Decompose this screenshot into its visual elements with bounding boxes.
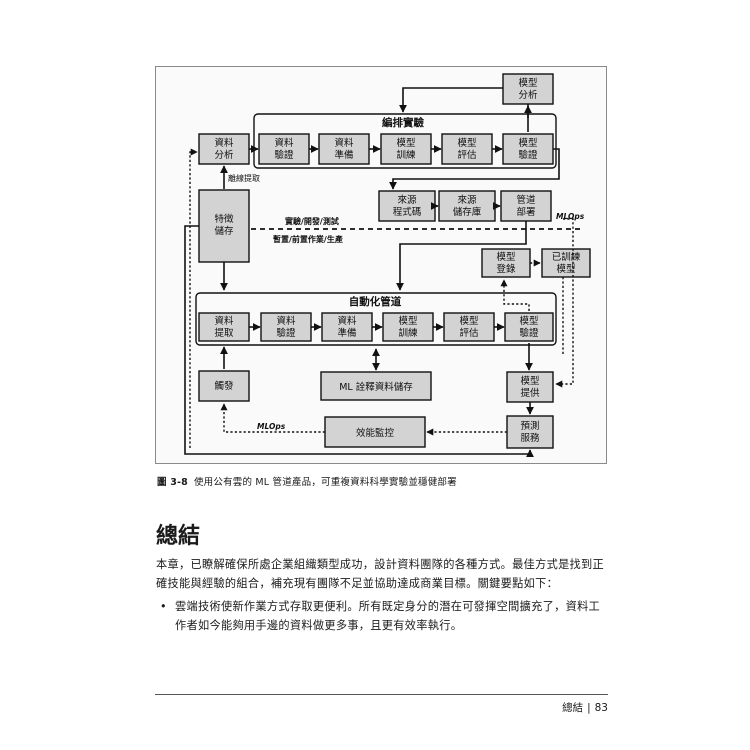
- node-exp-data-prep: 資料準備: [318, 133, 370, 165]
- node-ml-metadata-store: ML 詮釋資料儲存: [320, 371, 432, 401]
- edge-analysis-to-experiment: [399, 87, 503, 113]
- node-auto-data-validation: 資料驗證: [260, 312, 312, 342]
- edge-mlops-to-serving: [555, 218, 574, 388]
- orchestrated-experiment-label: 編排實驗: [382, 116, 424, 129]
- node-exp-data-validation: 資料驗證: [258, 133, 310, 165]
- summary-paragraph: 本章，已瞭解確保所處企業組織類型成功，設計資料團隊的各種方式。最佳方式是找到正確…: [156, 558, 605, 590]
- node-exp-model-eval: 模型評估: [441, 133, 493, 165]
- figure-caption: 圖 3-8 使用公有雲的 ML 管道產品，可重複資料科學實驗並穩健部署: [157, 474, 457, 488]
- node-prediction-service: 預測服務: [506, 415, 554, 449]
- edge-monitor-to-trigger: [220, 403, 325, 433]
- node-auto-model-train-label: 模型訓練: [398, 315, 418, 339]
- ml-pipeline-diagram: 編排實驗 自動化管道 模型分析 資料分析 資料驗證 資料準備 模型訓練 模型評估…: [184, 73, 591, 458]
- node-prediction-service-label: 預測服務: [520, 420, 540, 444]
- node-trigger: 觸發: [198, 370, 250, 402]
- node-performance-monitoring: 效能監控: [324, 416, 426, 448]
- node-auto-model-train: 模型訓練: [382, 312, 434, 342]
- node-model-analysis: 模型分析: [502, 73, 554, 105]
- footer-separator: |: [587, 702, 591, 714]
- figure-caption-text: 使用公有雲的 ML 管道產品，可重複資料科學實驗並穩健部署: [193, 477, 457, 488]
- mlops-lower-label: MLOps: [257, 422, 286, 431]
- figure-number: 圖 3-8: [157, 477, 188, 488]
- node-source-repo: 來源儲存庫: [438, 190, 496, 222]
- node-auto-data-extract: 資料提取: [198, 312, 250, 342]
- node-feature-store-label: 特徵儲存: [214, 213, 234, 237]
- node-model-registry-label: 模型登錄: [496, 251, 516, 275]
- footer-rule: [155, 694, 608, 695]
- node-auto-model-validation: 模型驗證: [504, 312, 554, 342]
- section-heading: 總結: [156, 524, 201, 549]
- node-auto-model-eval-label: 模型評估: [459, 315, 479, 339]
- orchestrated-experiment-group: [253, 113, 557, 169]
- node-pipeline-deploy-label: 管道部署: [516, 194, 536, 218]
- node-auto-model-eval: 模型評估: [443, 312, 495, 342]
- node-pipeline-deploy: 管道部署: [500, 190, 552, 222]
- node-data-analysis-label: 資料分析: [214, 137, 234, 161]
- node-performance-monitoring-label: 效能監控: [356, 427, 395, 439]
- edge-deploy-to-pipeline: [396, 221, 527, 291]
- mlops-upper-label: MLOps: [556, 212, 585, 221]
- node-exp-model-eval-label: 模型評估: [457, 137, 477, 161]
- footer-chapter: 總結: [562, 702, 584, 714]
- node-auto-data-validation-label: 資料驗證: [276, 315, 296, 339]
- edge-exp-to-source: [389, 148, 560, 190]
- offline-extract-label: 離線提取: [228, 173, 260, 183]
- node-auto-data-extract-label: 資料提取: [214, 315, 234, 339]
- node-model-serving-label: 模型提供: [520, 375, 540, 399]
- node-exp-model-validation-label: 模型驗證: [518, 137, 538, 161]
- node-source-repo-label: 來源儲存庫: [453, 195, 482, 218]
- exp-dev-test-label: 實驗/開發/測試: [285, 216, 339, 226]
- node-exp-model-train: 模型訓練: [380, 133, 432, 165]
- staging-preprod-prod-label: 暫置/前置作業/生產: [273, 234, 343, 244]
- node-auto-model-validation-label: 模型驗證: [519, 315, 539, 339]
- automated-pipeline-label: 自動化管道: [349, 295, 402, 308]
- node-model-serving: 模型提供: [506, 371, 554, 403]
- node-trained-model: 已訓練模型: [541, 248, 591, 278]
- node-auto-data-prep-label: 資料準備: [337, 315, 357, 339]
- node-exp-model-train-label: 模型訓練: [396, 137, 416, 161]
- edge-feature-to-prediction: [184, 225, 534, 458]
- node-trigger-label: 觸發: [214, 380, 234, 392]
- node-exp-data-prep-label: 資料準備: [334, 137, 354, 161]
- node-feature-store: 特徵儲存: [198, 189, 250, 263]
- key-points-list: 雲端技術使新作業方式存取更便利。所有既定身分的潛在可發揮空間擴充了，資料工作者如…: [156, 597, 608, 635]
- list-item: 雲端技術使新作業方式存取更便利。所有既定身分的潛在可發揮空間擴充了，資料工作者如…: [156, 597, 608, 635]
- node-source-code: 來源程式碼: [378, 190, 436, 222]
- edge-validation-to-registry: [500, 279, 530, 311]
- node-exp-model-validation: 模型驗證: [502, 133, 554, 165]
- node-ml-metadata-store-label: ML 詮釋資料儲存: [339, 381, 413, 393]
- edge-dotted-left-return: [189, 148, 198, 448]
- node-data-analysis: 資料分析: [198, 133, 250, 165]
- node-model-analysis-label: 模型分析: [518, 77, 538, 101]
- node-exp-data-validation-label: 資料驗證: [274, 137, 294, 161]
- node-model-registry: 模型登錄: [481, 248, 531, 278]
- node-auto-data-prep: 資料準備: [321, 312, 373, 342]
- automated-pipeline-group: [195, 292, 557, 346]
- page-footer: 總結|83: [562, 700, 608, 715]
- node-source-code-label: 來源程式碼: [393, 195, 422, 218]
- page-number: 83: [594, 702, 608, 714]
